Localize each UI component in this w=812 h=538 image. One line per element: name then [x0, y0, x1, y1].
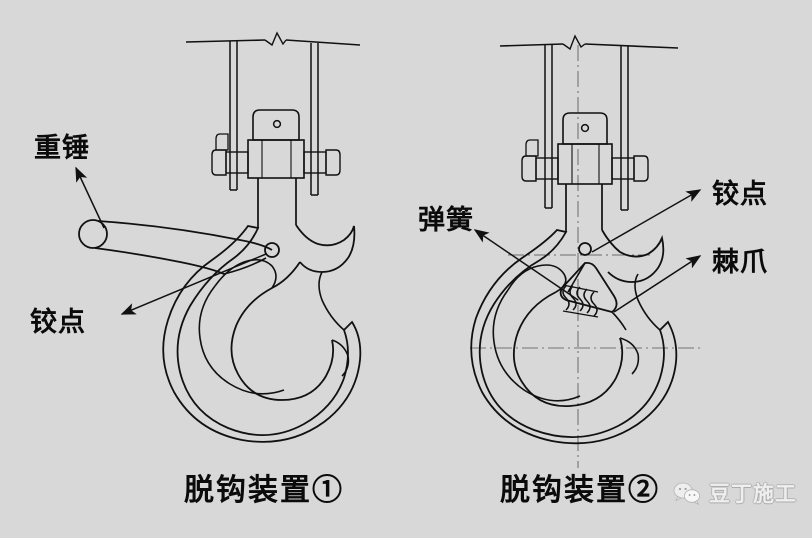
right-spring-coil	[562, 284, 599, 318]
left-suspension-rods	[229, 41, 319, 196]
caption-left-figure: 脱钩装置①	[184, 473, 344, 508]
label-pawl: 棘爪	[712, 247, 768, 278]
right-crossbar	[499, 34, 679, 51]
watermark: 豆丁施工	[672, 478, 797, 508]
right-bolt-assembly	[521, 139, 649, 182]
right-trunnion-block	[557, 112, 613, 185]
figure-left	[75, 31, 362, 443]
left-hook-body	[162, 224, 362, 443]
right-hook-shank	[565, 184, 603, 232]
watermark-text: 豆丁施工	[709, 482, 797, 506]
right-hook-body	[470, 229, 678, 445]
left-leader-lines	[75, 166, 267, 315]
figure-right	[470, 34, 702, 468]
right-pawl	[559, 261, 627, 331]
left-crossbar	[185, 31, 361, 47]
label-counterweight: 重锤	[34, 133, 90, 164]
label-hinge-point-left: 铰点	[30, 307, 86, 338]
right-suspension-rods	[544, 45, 629, 211]
left-trunnion-block	[247, 109, 305, 179]
caption-right-figure: 脱钩装置②	[500, 473, 660, 508]
label-hinge-point-right: 铰点	[712, 179, 768, 210]
left-bolt-assembly	[211, 133, 341, 176]
right-hinge-pin	[578, 242, 592, 256]
label-spring: 弹簧	[418, 205, 474, 236]
left-counterweight-lever	[78, 219, 280, 275]
right-leader-lines	[473, 189, 702, 313]
wechat-icon	[673, 482, 700, 505]
left-hook-shank	[257, 178, 297, 228]
